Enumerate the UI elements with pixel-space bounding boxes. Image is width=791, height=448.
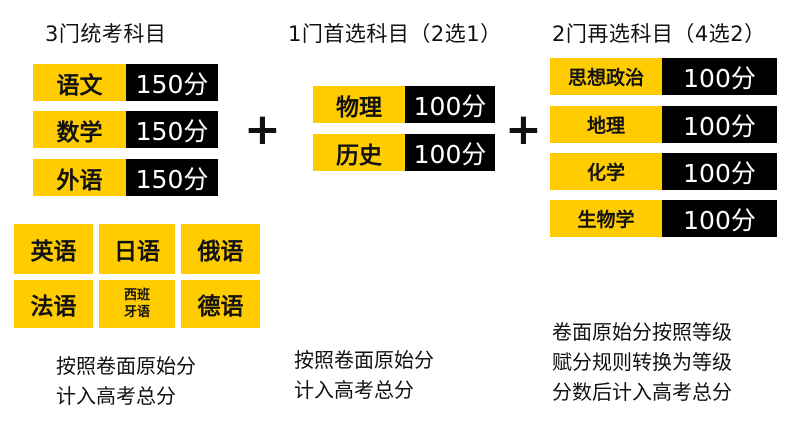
note-line: 赋分规则转换为等级: [552, 350, 732, 374]
subject-name: 外语: [33, 159, 126, 196]
subject-score: 100分: [405, 134, 495, 171]
second-choice-heading: 2门再选科目（4选2）: [552, 22, 766, 46]
subject-score: 150分: [126, 64, 218, 101]
language-russian: 俄语: [181, 224, 260, 274]
note-line: 按照卷面原始分: [56, 354, 196, 378]
subject-score: 100分: [662, 153, 777, 190]
language-japanese: 日语: [99, 224, 175, 274]
subject-name: 历史: [313, 134, 405, 171]
language-french: 法语: [14, 280, 93, 328]
subject-score: 100分: [662, 200, 777, 237]
subject-row-politics: 思想政治 100分: [550, 58, 777, 95]
subject-row-math: 数学 150分: [33, 111, 218, 148]
second-choice-note: 卷面原始分按照等级 赋分规则转换为等级 分数后计入高考总分: [552, 317, 732, 407]
subject-row-geography: 地理 100分: [550, 106, 777, 143]
subject-row-biology: 生物学 100分: [550, 200, 777, 237]
subject-score: 100分: [662, 106, 777, 143]
subject-name: 生物学: [550, 200, 662, 237]
subject-name: 物理: [313, 86, 405, 123]
subject-score: 150分: [126, 159, 218, 196]
note-line: 计入高考总分: [294, 378, 414, 402]
subject-row-foreign-language: 外语 150分: [33, 159, 218, 196]
subject-row-chemistry: 化学 100分: [550, 153, 777, 190]
first-choice-note: 按照卷面原始分 计入高考总分: [294, 345, 434, 405]
note-line: 计入高考总分: [56, 384, 176, 408]
subject-row-history: 历史 100分: [313, 134, 495, 171]
required-heading: 3门统考科目: [45, 22, 167, 46]
language-spanish: 西班 牙语: [99, 280, 175, 328]
subject-score: 100分: [662, 58, 777, 95]
plus-operator: +: [505, 104, 542, 155]
subject-name: 化学: [550, 153, 662, 190]
subject-score: 100分: [405, 86, 495, 123]
plus-operator: +: [244, 104, 281, 155]
subject-name: 思想政治: [550, 58, 662, 95]
subject-name: 语文: [33, 64, 126, 101]
subject-score: 150分: [126, 111, 218, 148]
subject-name: 地理: [550, 106, 662, 143]
subject-name: 数学: [33, 111, 126, 148]
subject-row-physics: 物理 100分: [313, 86, 495, 123]
note-line: 分数后计入高考总分: [552, 380, 732, 404]
first-choice-heading: 1门首选科目（2选1）: [288, 22, 502, 46]
required-note: 按照卷面原始分 计入高考总分: [56, 351, 196, 411]
note-line: 按照卷面原始分: [294, 348, 434, 372]
subject-row-chinese: 语文 150分: [33, 64, 218, 101]
language-german: 德语: [181, 280, 260, 328]
language-english: 英语: [14, 224, 93, 274]
note-line: 卷面原始分按照等级: [552, 320, 732, 344]
